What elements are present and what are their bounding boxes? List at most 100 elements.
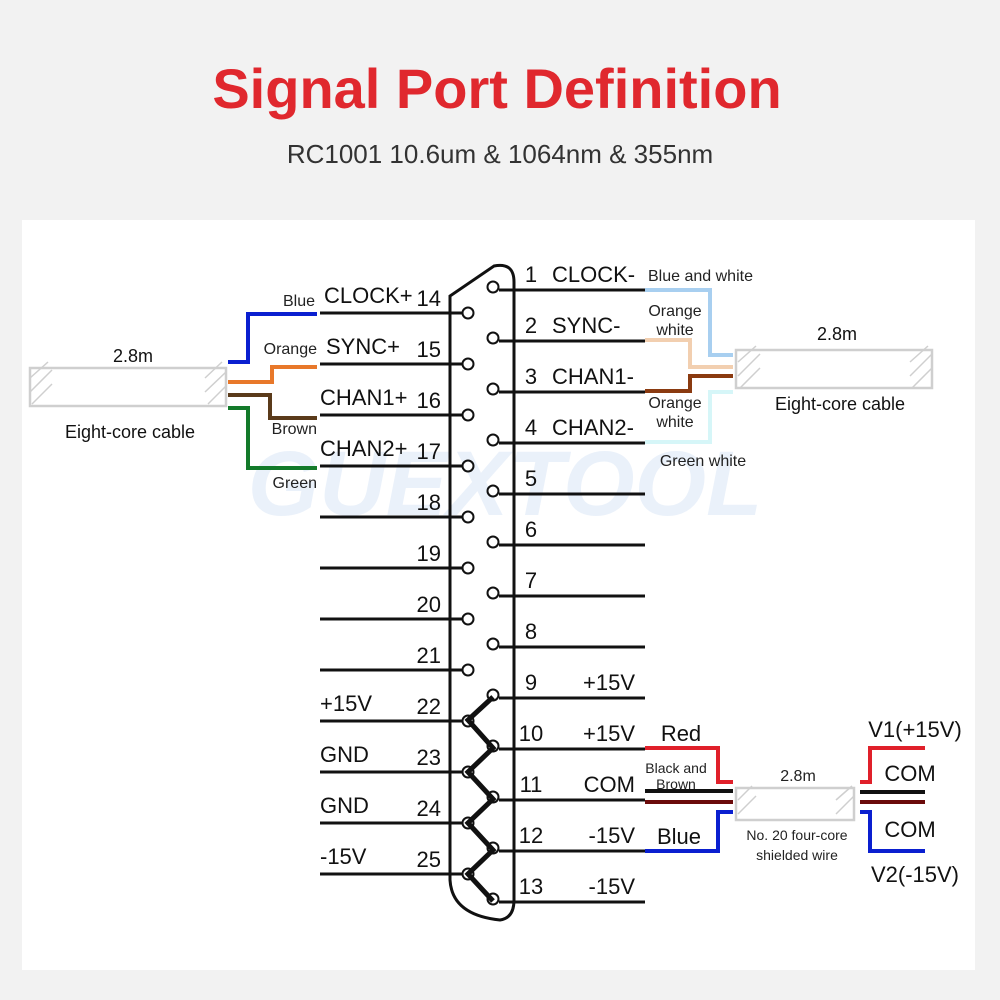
wire-label-brown: Brown [272,421,317,438]
wire-label-green: Green [273,475,317,492]
v1-label: V1(+15V) [868,717,962,742]
db25-connector-shell [448,263,516,922]
right-eight-core-cable: 2.8m Eight-core cable [734,324,934,414]
pin-2: 2 SYNC- [486,313,645,345]
pin-signal: +15V [583,670,635,695]
pin-contact [461,408,475,422]
power-cable-length: 2.8m [780,768,816,785]
pin-contact [486,586,500,600]
pin-number: 24 [417,796,441,821]
pin-number: 16 [417,388,441,413]
pin-24: 24 GND [320,793,475,830]
wire-blue-white [645,288,733,357]
pin-10: 10 +15V [486,721,645,753]
pin-12: 12-15V [486,823,645,855]
wire-blue-out [860,810,925,853]
wire-orange [228,365,317,384]
left-cable-length: 2.8m [113,346,153,366]
pin-signal: COM [584,772,635,797]
wire-blue [228,312,317,364]
wire-label-orange-white-2a: Orange [648,395,701,412]
pin-number: 6 [525,517,537,542]
page-title: Signal Port Definition [212,57,781,120]
pin-25: 25 -15V [320,844,475,881]
pin-13: 13 -15V [486,874,645,906]
pin-6: 6 [486,517,645,549]
pin-number: 21 [417,643,441,668]
pin-signal: -15V [589,823,636,848]
pin-signal: SYNC- [552,313,620,338]
four-core-shielded-cable [734,785,856,822]
pin-15: 15 SYNC+ [320,334,475,371]
pin-number: 10 [519,721,543,746]
wire-red-out [860,746,925,784]
wire-green [228,406,317,470]
power-wire-label-black-2: Brown [656,776,696,792]
pin-4: 4 CHAN2- [486,415,645,447]
pin-signal: +15V [583,721,635,746]
wire-blue-power [645,810,733,853]
pin-contact [461,306,475,320]
pin-number: 17 [417,439,441,464]
pin-16: 16 CHAN1+ [320,385,475,422]
pin-number: 19 [417,541,441,566]
pin-8: 8 [486,619,645,651]
pin-signal: GND [320,793,369,818]
pin-contact [461,459,475,473]
right-cable-name: Eight-core cable [775,394,905,414]
power-cable-name-1: No. 20 four-core [746,827,847,843]
wire-label-orange: Orange [264,341,317,358]
wire-brown-right [645,374,733,393]
pin-number: 25 [417,847,441,872]
pin-number: 13 [519,874,543,899]
pin-contact [461,663,475,677]
page-subtitle: RC1001 10.6um & 1064nm & 355nm [287,139,713,169]
pin-11: 11 COM [486,772,645,804]
pin-signal: -15V [589,874,636,899]
pin-signal: CHAN1+ [320,385,407,410]
power-wire-label-blue: Blue [657,824,701,849]
pin-number: 15 [417,337,441,362]
power-wire-label-red: Red [661,721,701,746]
pin-signal: -15V [320,844,367,869]
pin-signal: GND [320,742,369,767]
pin-number: 8 [525,619,537,644]
pin-number: 2 [525,313,537,338]
pin-20: 20 [320,592,475,626]
pin-signal: CHAN2+ [320,436,407,461]
pin-number: 14 [417,286,441,311]
pin-number: 5 [525,466,537,491]
pin-number: 22 [417,694,441,719]
pin-number: 4 [525,415,537,440]
wire-label-orange-white-1a: Orange [648,303,701,320]
wire-brown [228,393,317,420]
pin-signal: SYNC+ [326,334,400,359]
pin-contact [486,484,500,498]
pin-number: 1 [525,262,537,287]
wire-label-green-white: Green white [660,453,746,470]
pin-contact [461,510,475,524]
pin-signal: CHAN2- [552,415,634,440]
pin-signal: +15V [320,691,372,716]
pin-number: 11 [520,772,543,797]
pin-contact [486,637,500,651]
pin-number: 3 [525,364,537,389]
wire-label-orange-white-2b: white [655,414,693,431]
com-label-1: COM [884,761,935,786]
pin-contact [486,535,500,549]
pin-signal: CLOCK+ [324,283,413,308]
pin-contact [461,612,475,626]
pin-9: 9+15V [486,670,645,702]
pin-number: 20 [417,592,441,617]
pin-contact [461,357,475,371]
pin-signal: CHAN1- [552,364,634,389]
com-label-2: COM [884,817,935,842]
v2-label: V2(-15V) [871,862,959,887]
pin-18: 18 [320,490,475,524]
pin-3: 3 CHAN1- [486,364,645,396]
